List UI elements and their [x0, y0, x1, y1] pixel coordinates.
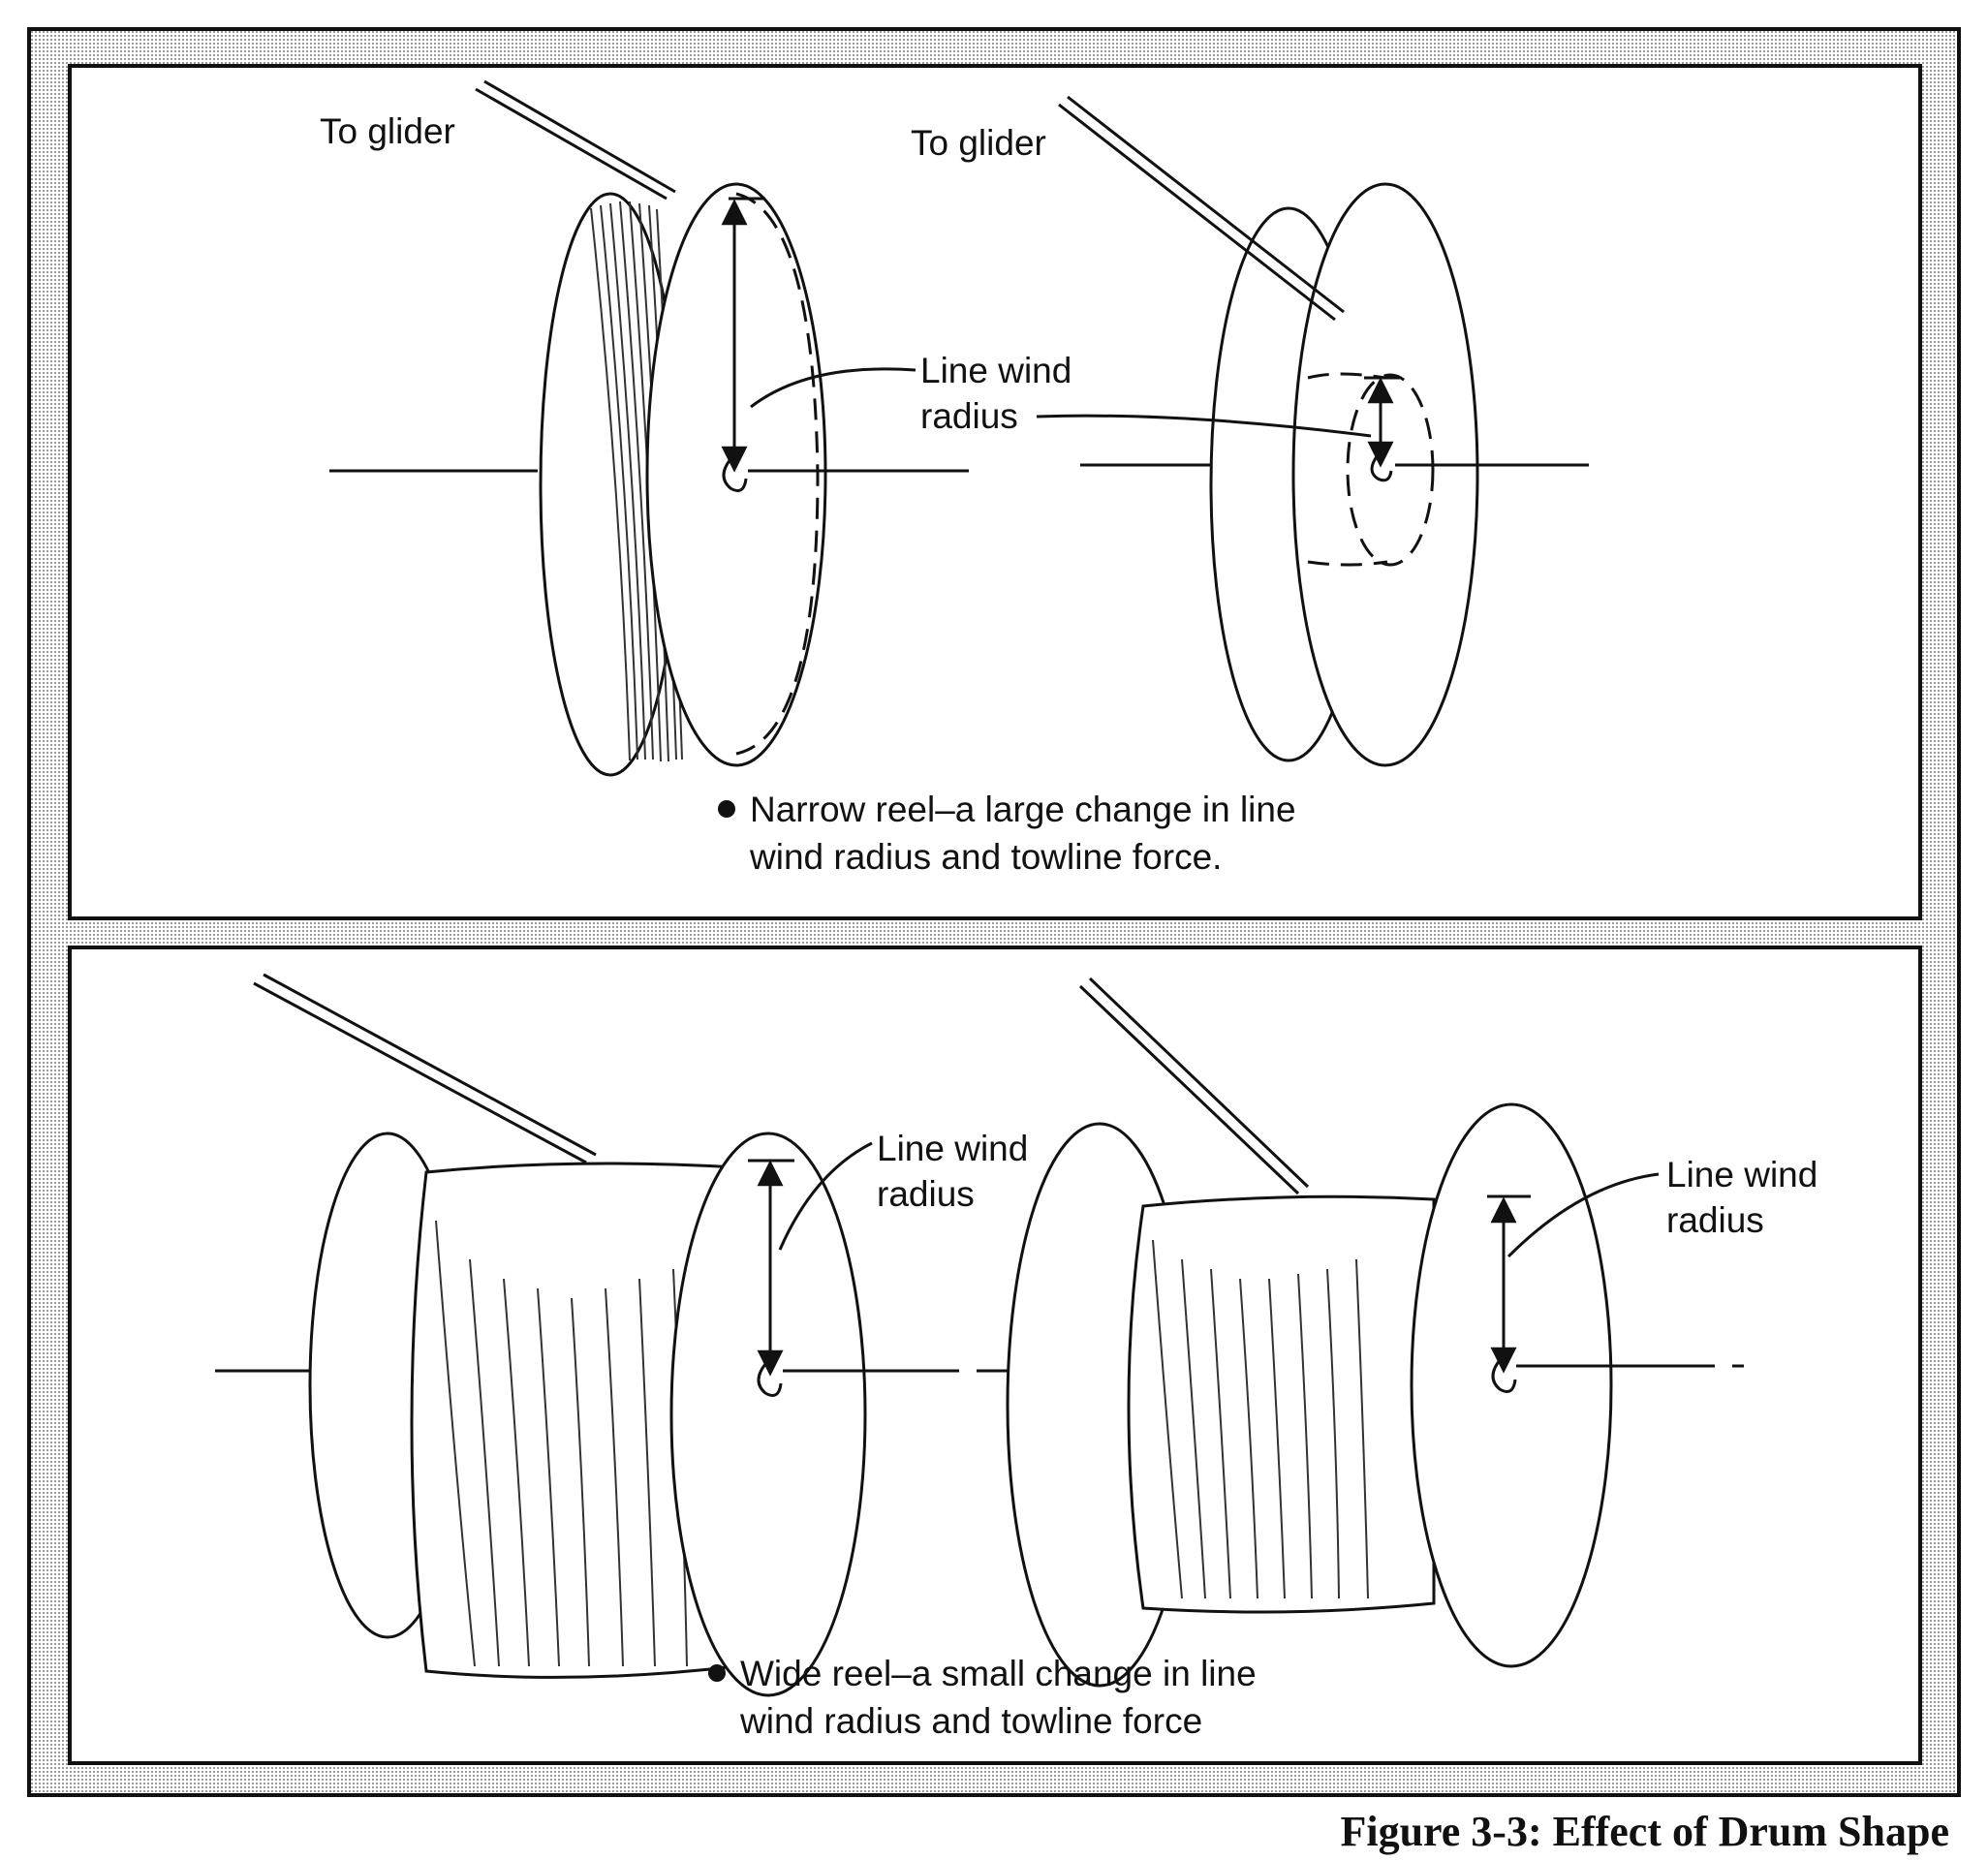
bottom-panel: Line wind radius Line wind radius Wide r… — [68, 946, 1922, 1765]
figure-caption: Figure 3-3: Effect of Drum Shape — [1340, 1808, 1949, 1855]
to-glider-label-left: To glider — [320, 111, 455, 151]
bullet-icon — [708, 1664, 726, 1682]
line-wind-radius-right-line2: radius — [1666, 1200, 1764, 1240]
line-wind-radius-label-line2: radius — [920, 396, 1018, 436]
line-wind-radius-left-line1: Line wind — [877, 1129, 1028, 1168]
wide-reel-caption-line1: Wide reel–a small change in line — [740, 1654, 1257, 1693]
top-panel-box — [68, 64, 1922, 920]
narrow-reel-caption-line2: wind radius and towline force. — [749, 837, 1222, 877]
bullet-icon — [718, 800, 735, 818]
to-glider-label-right: To glider — [911, 123, 1046, 163]
wide-reel-empty — [978, 977, 1744, 1688]
narrow-reel-caption-line1: Narrow reel–a large change in line — [750, 790, 1296, 829]
line-wind-radius-left-line2: radius — [877, 1174, 975, 1214]
top-panel: To glider To glider Line wind radius Nar… — [68, 64, 1922, 920]
narrow-reel-empty — [1058, 95, 1589, 767]
line-wind-radius-label-line1: Line wind — [920, 351, 1072, 390]
line-wind-radius-right-line1: Line wind — [1666, 1155, 1817, 1194]
leader-line-bottom-right — [1507, 1172, 1660, 1258]
narrow-reel-full — [329, 79, 969, 777]
wide-reel-caption-line2: wind radius and towline force — [739, 1701, 1202, 1741]
leader-line-left — [750, 367, 916, 409]
wide-reel-full — [215, 973, 978, 1697]
leader-line-right — [1036, 414, 1372, 438]
leader-line-bottom-left — [778, 1141, 873, 1251]
